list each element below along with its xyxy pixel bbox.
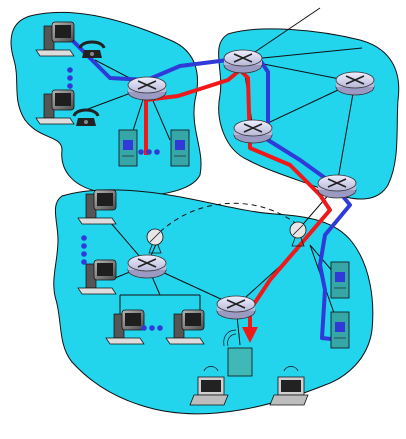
server-icon [330,261,350,299]
router-isp-right-icon [335,71,375,96]
isp-network-region [218,28,400,200]
router-isp-top-icon [223,49,263,74]
desktop-computer-icon [35,89,75,125]
desktop-computer-icon [105,309,145,345]
telephone-icon [78,40,106,58]
desktop-computer-icon [77,259,117,295]
access-point-icon [223,329,253,377]
router-isp-mid-icon [233,119,273,144]
laptop-icon [269,366,309,406]
server-icon [330,311,350,349]
server-icon [170,129,190,167]
router-isp-low-icon [317,174,357,199]
routers [127,49,375,320]
satellite-dish-icon [146,228,164,254]
satellite-dish-icon [289,221,307,247]
red-path [144,68,332,343]
satellite-link [159,202,299,233]
ellipsis-dots [81,235,87,265]
desktop-computer-icon [77,189,117,225]
telephone-icon [72,108,100,126]
desktop-computer-icon [35,21,75,57]
devices [35,21,350,406]
home-network-region [10,11,202,197]
ellipsis-dots [138,149,160,155]
blue-path [70,38,352,348]
server-icon [118,129,138,167]
ellipsis-dots [141,325,163,331]
router-home-icon [127,76,167,101]
router-ent-center-icon [216,295,256,320]
router-ent-left-icon [127,254,167,279]
laptop-icon [189,366,229,406]
ellipsis-dots [67,67,73,89]
desktop-computer-icon [165,309,205,345]
